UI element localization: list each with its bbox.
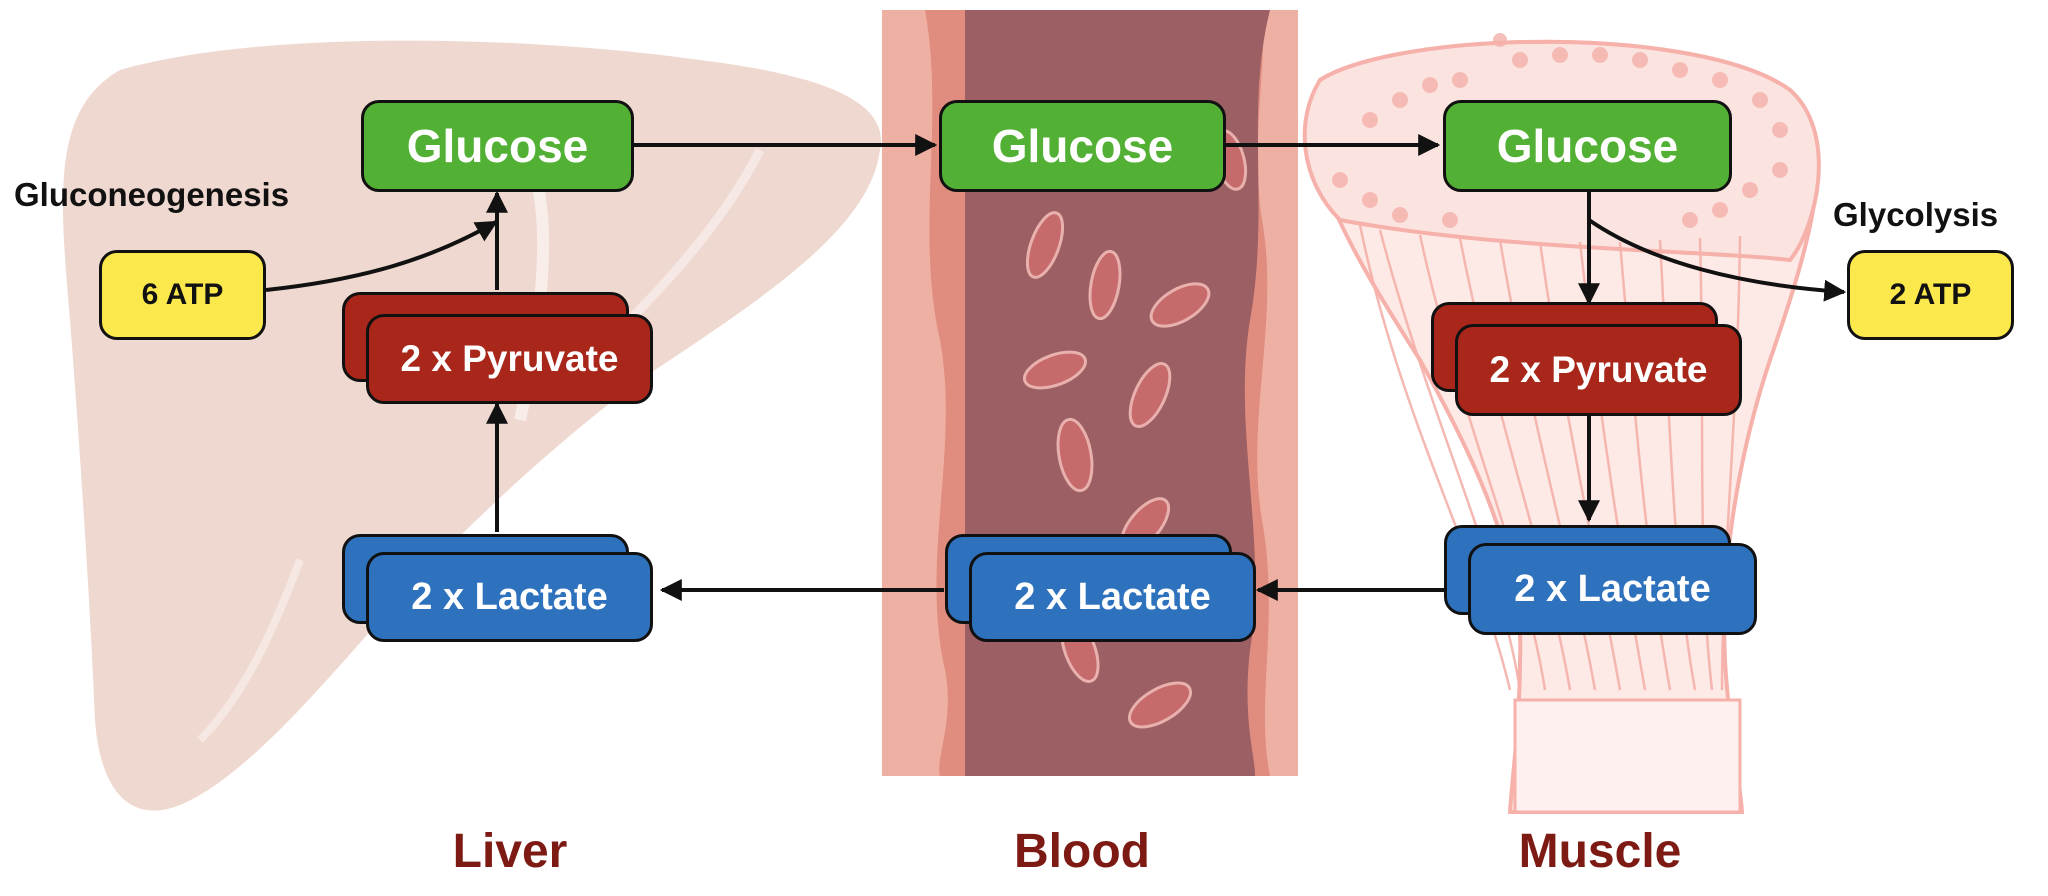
liver-glucose-node: Glucose xyxy=(361,100,634,192)
blood-lactate-node: 2 x Lactate xyxy=(969,552,1256,642)
liver-lactate-node: 2 x Lactate xyxy=(366,552,653,642)
arrow-atp-to-gluconeogenesis xyxy=(265,220,498,292)
muscle-pyruvate-node: 2 x Pyruvate xyxy=(1455,324,1742,416)
region-label-liver: Liver xyxy=(452,825,568,878)
blood-glucose-node: Glucose xyxy=(939,100,1226,192)
liver-pyruvate-node: 2 x Pyruvate xyxy=(366,314,653,404)
region-label-muscle: Muscle xyxy=(1518,825,1682,878)
muscle-glucose-node: Glucose xyxy=(1443,100,1732,192)
arrow-glycolysis-to-atp xyxy=(1587,218,1847,302)
glycolysis-label: Glycolysis xyxy=(1833,196,1999,233)
region-label-blood: Blood xyxy=(1014,825,1150,878)
muscle-lactate-node: 2 x Lactate xyxy=(1468,543,1757,635)
gluconeogenesis-label: Gluconeogenesis xyxy=(14,176,290,213)
pathway-arrows xyxy=(265,134,1847,601)
liver-atp-node: 6 ATP xyxy=(99,250,266,340)
red-blood-cells xyxy=(1022,129,1248,729)
muscle-atp-node: 2 ATP xyxy=(1847,250,2014,340)
